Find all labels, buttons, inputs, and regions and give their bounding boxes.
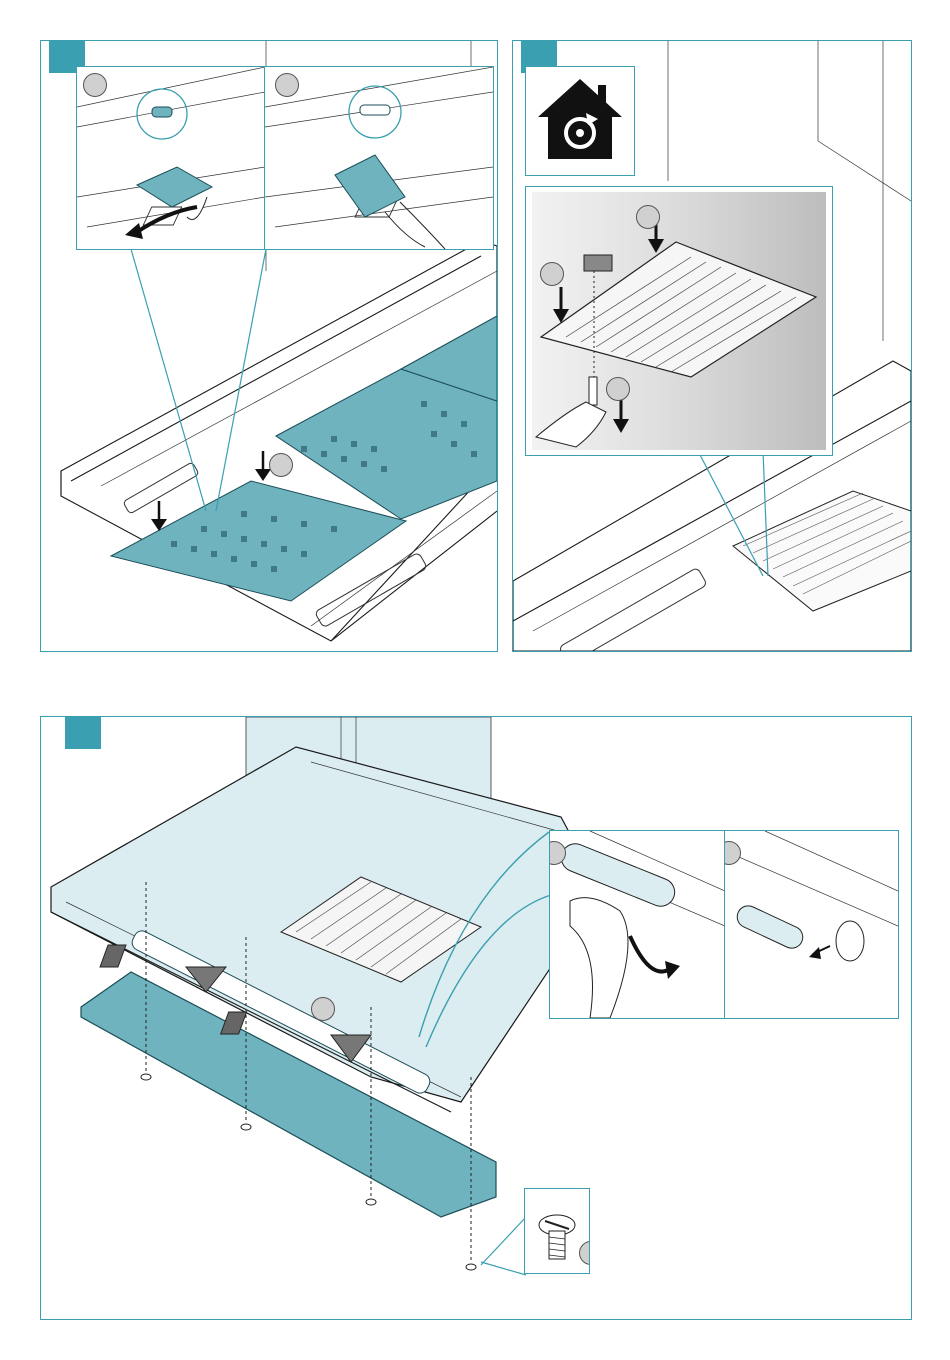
callout-marker <box>269 453 293 477</box>
panel-step-c <box>40 716 912 1320</box>
callout-marker <box>311 997 335 1021</box>
curved-arrow-icon <box>125 207 197 239</box>
detail-inset-lamp-removed <box>724 830 899 1019</box>
callout-marker <box>83 73 107 97</box>
arrow-left-icon <box>809 946 830 959</box>
detail-inset-lamp-grip <box>549 830 726 1019</box>
detail-inset-remove-film <box>76 66 266 250</box>
callout-marker <box>275 73 299 97</box>
panel-step-a <box>40 40 498 652</box>
rotate-arrow-icon <box>630 936 680 979</box>
callout-marker <box>606 377 630 401</box>
step-number-badge <box>65 716 101 749</box>
detail-inset-screw <box>524 1188 590 1274</box>
callout-marker <box>540 262 564 286</box>
house-icon-box <box>525 66 635 176</box>
house-rotate-icon <box>526 67 634 175</box>
callout-marker <box>636 205 660 229</box>
detail-inset-filter-removal <box>525 186 833 456</box>
detail-inset-film-removed <box>264 66 494 250</box>
panel-step-b <box>512 40 912 652</box>
screw-icon <box>525 1189 589 1273</box>
